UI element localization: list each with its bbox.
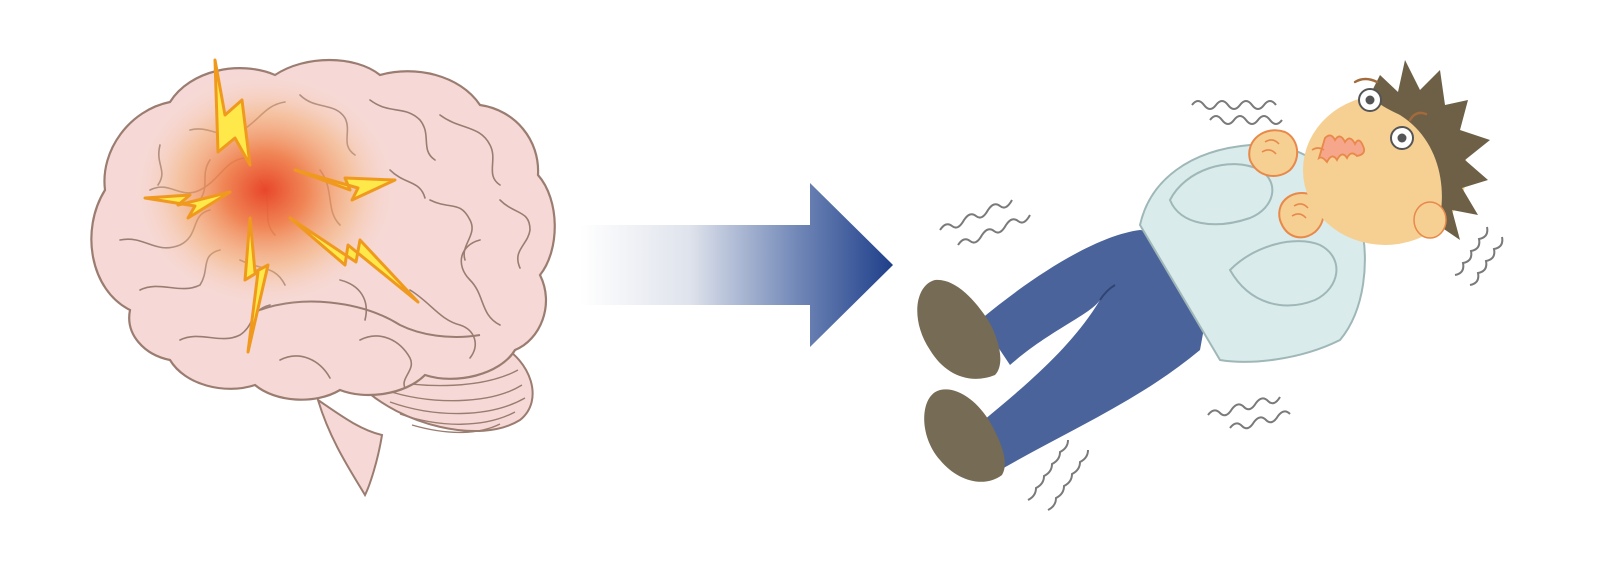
right-sleeve (1168, 163, 1274, 226)
hair (1370, 60, 1490, 240)
right-shoe (924, 389, 1005, 482)
left-sleeve (1228, 240, 1338, 307)
lightning-bolt-icon (243, 216, 270, 354)
pants (978, 230, 1220, 470)
shake-lines (939, 100, 1504, 511)
right-arrow-icon (580, 183, 893, 347)
upper-fist (1248, 129, 1299, 177)
progression-arrow (575, 175, 915, 360)
brain-icon (90, 58, 556, 498)
lightning-bolt-icon (213, 58, 252, 167)
brainstem (316, 397, 384, 498)
convulsing-person-icon (917, 60, 1504, 511)
lightning-bolts (143, 58, 420, 354)
ear (1413, 201, 1447, 239)
lightning-bolt-icon (288, 216, 420, 304)
lightning-bolt-icon (293, 168, 397, 202)
left-shoe (917, 279, 1001, 379)
clenched-mouth (1317, 134, 1366, 164)
convulsing-person-illustration (900, 30, 1600, 550)
brain-illustration (60, 40, 580, 510)
lightning-bolt-icon (143, 190, 232, 220)
